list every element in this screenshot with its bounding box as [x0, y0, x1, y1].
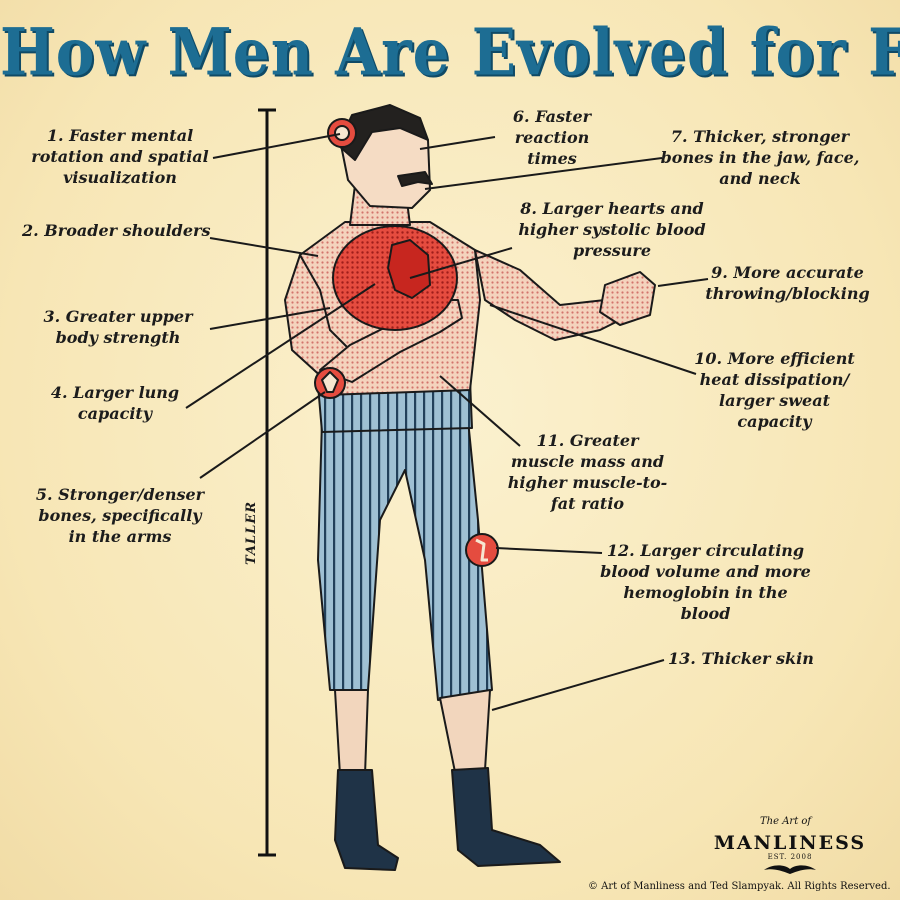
logo-tagline: The Art of [760, 816, 812, 827]
label-upper-body-strength: 3. Greater upper body strength [43, 307, 193, 347]
mustache-icon [764, 865, 816, 874]
copyright: © Art of Manliness and Ted Slampyak. All… [588, 881, 891, 892]
label-heat-dissipation: 10. More efficient heat dissipation/ lar… [694, 349, 855, 431]
height-bar [258, 108, 276, 857]
label-mental-rotation: 1. Faster mental rotation and spatial vi… [31, 126, 209, 187]
label-thicker-bones: 7. Thicker, stronger bones in the jaw, f… [660, 127, 860, 188]
label-larger-hearts: 8. Larger hearts and higher systolic blo… [518, 199, 706, 260]
logo-est: EST. 2008 [767, 853, 813, 861]
height-label: TALLER [244, 500, 259, 565]
art-of-manliness-logo: The Art of MANLINESS EST. 2008 [690, 816, 890, 880]
label-reaction-times: 6. Faster reaction times [512, 107, 592, 168]
label-thicker-skin: 13. Thicker skin [668, 649, 814, 668]
label-blood-volume: 12. Larger circulating blood volume and … [600, 541, 811, 623]
label-muscle-mass: 11. Greater muscle mass and higher muscl… [507, 431, 668, 513]
label-lung-capacity: 4. Larger lung capacity [50, 383, 180, 423]
logo-name: MANLINESS [713, 832, 867, 854]
page-title: How Men Are Evolved for Fighting [0, 13, 900, 91]
label-broader-shoulders: 2. Broader shoulders [22, 221, 211, 240]
label-stronger-bones: 5. Stronger/denser bones, specifically i… [35, 485, 205, 546]
label-accurate-throwing: 9. More accurate throwing/blocking [705, 263, 870, 303]
leader-lines [185, 133, 709, 711]
